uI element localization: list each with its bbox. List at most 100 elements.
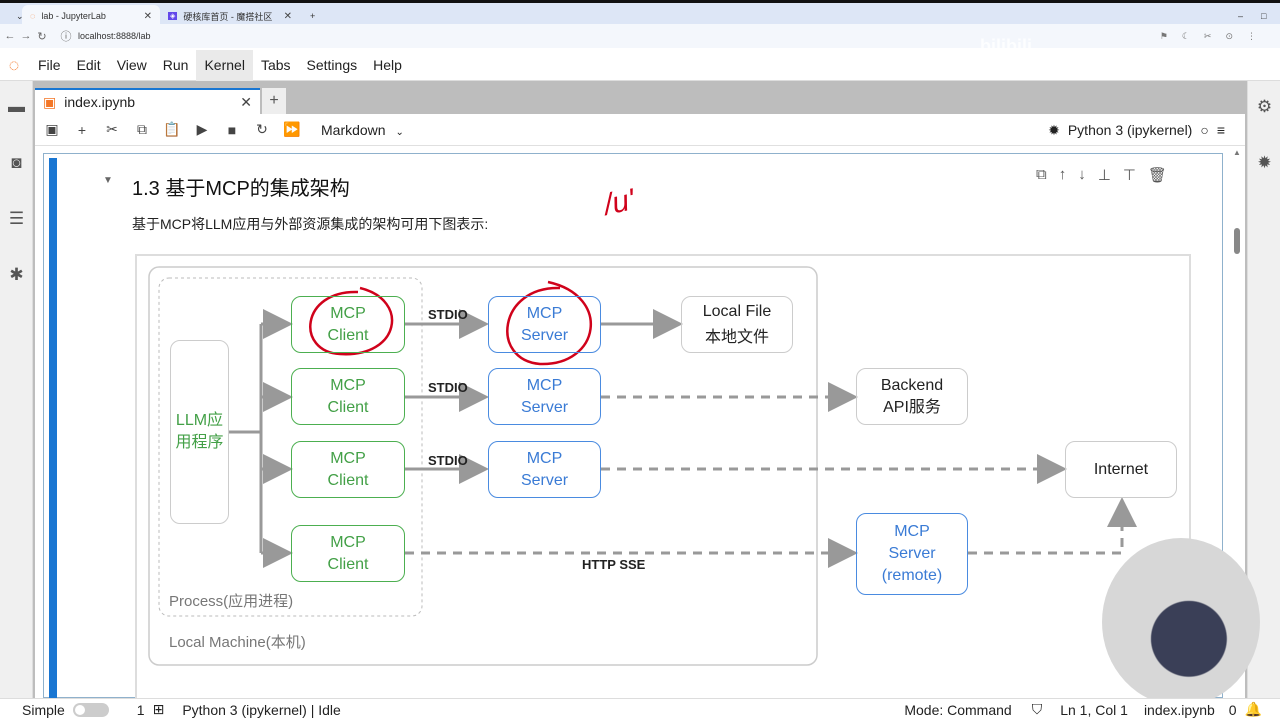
cell-type-select[interactable]: Markdown ⌄: [321, 121, 404, 138]
modelscope-favicon-icon: ◈: [168, 12, 178, 20]
kernel-name-button[interactable]: Python 3 (ipykernel): [1067, 122, 1193, 138]
bell-icon[interactable]: 🔔: [1244, 701, 1262, 717]
back-icon[interactable]: ←: [4, 30, 16, 42]
notification-count: 0: [1228, 701, 1237, 718]
notebook-menu-icon[interactable]: ≡: [1216, 122, 1225, 138]
llm-app-box: LLM应用程序: [170, 340, 229, 524]
internet-box: Internet: [1065, 441, 1177, 498]
browser-tab-modelscope[interactable]: ◈ 硬核库首页 - 魔搭社区 ✕: [168, 10, 292, 22]
menu-help[interactable]: Help: [373, 56, 402, 73]
menu-run[interactable]: Run: [162, 56, 189, 73]
menu-tabs[interactable]: Tabs: [260, 56, 291, 73]
maximize-button[interactable]: □: [1261, 11, 1267, 21]
folder-icon[interactable]: ▬: [8, 97, 25, 116]
debugger-icon[interactable]: ✹: [1257, 153, 1272, 172]
new-launcher-tab-button[interactable]: +: [262, 88, 286, 114]
cell-actions: ⧉ ↑ ↓ ⊥ ⊤ 🗑: [1036, 166, 1167, 184]
window-controls: – □ ✕: [1230, 5, 1280, 27]
move-up-icon[interactable]: ↑: [1058, 166, 1067, 183]
insert-above-icon[interactable]: ⊥: [1097, 167, 1111, 184]
run-all-icon[interactable]: ⏩: [283, 121, 301, 137]
active-cell-indicator: [49, 158, 57, 698]
insert-below-icon[interactable]: ⊤: [1122, 167, 1136, 184]
current-file: index.ipynb: [1143, 701, 1215, 718]
notebook-toolbar: ▣ + ✂ ⧉ 📋 ▶ ■ ↻ ⏩ Markdown ⌄ ✹ Python 3 …: [35, 114, 1245, 146]
transport-label: STDIO: [428, 453, 468, 468]
url-field[interactable]: localhost:8888/lab: [78, 31, 151, 41]
menu-bar: ◌ File Edit View Run Kernel Tabs Setting…: [0, 49, 1280, 81]
browser-extension-icons[interactable]: ⚑☾✂⊙⋮: [1159, 30, 1270, 41]
table-of-contents-icon[interactable]: ☰: [8, 209, 25, 228]
browser-tab-jupyterlab[interactable]: ◌ lab - JupyterLab ✕: [22, 5, 160, 27]
jupyter-favicon-icon: ◌: [30, 11, 36, 21]
scroll-up-arrow[interactable]: ▲: [1233, 148, 1241, 157]
tab-list-icon[interactable]: ⌄: [16, 10, 24, 21]
reload-icon[interactable]: ↻: [37, 30, 47, 43]
delete-cell-icon[interactable]: 🗑: [1147, 167, 1167, 184]
terminal-count[interactable]: 1: [136, 701, 145, 718]
simple-mode-toggle[interactable]: [72, 702, 109, 717]
scrollbar-thumb[interactable]: [1234, 228, 1240, 254]
local-machine-label: Local Machine(本机): [169, 634, 306, 651]
close-tab-icon[interactable]: ✕: [283, 10, 292, 22]
insert-cell-icon[interactable]: +: [77, 121, 87, 138]
restart-icon[interactable]: ↻: [256, 121, 268, 137]
shield-icon: ⛉: [1031, 701, 1043, 717]
transport-label: HTTP SSE: [582, 557, 646, 572]
chevron-down-icon: ⌄: [395, 126, 404, 138]
notebook-tab[interactable]: ▣ index.ipynb ✕: [35, 88, 260, 114]
transport-label: STDIO: [428, 307, 468, 322]
transport-label: STDIO: [428, 380, 468, 395]
save-icon[interactable]: ▣: [45, 121, 59, 137]
status-bar: Simple 1 ⊞ Python 3 (ipykernel) | Idle M…: [0, 698, 1280, 720]
collapse-heading-icon[interactable]: ▼: [103, 175, 113, 186]
forward-icon[interactable]: →: [20, 30, 32, 42]
menu-view[interactable]: View: [116, 56, 147, 73]
copy-icon[interactable]: ⧉: [137, 121, 147, 137]
kernel-status-icon: ○: [1200, 122, 1209, 138]
duplicate-cell-icon[interactable]: ⧉: [1036, 166, 1047, 183]
close-notebook-icon[interactable]: ✕: [240, 93, 252, 110]
notebook-file-icon: ▣: [43, 93, 57, 110]
move-down-icon[interactable]: ↓: [1078, 166, 1086, 183]
new-browser-tab-button[interactable]: +: [310, 11, 316, 21]
cut-icon[interactable]: ✂: [106, 121, 118, 137]
cell-heading: 1.3 基于MCP的集成架构: [132, 178, 350, 200]
mode-indicator: Mode: Command: [904, 701, 1012, 718]
close-tab-icon[interactable]: ✕: [143, 10, 152, 22]
address-bar: ← → ↻ ⓘ localhost:8888/lab ⚑☾✂⊙⋮: [0, 24, 1280, 48]
menu-file[interactable]: File: [38, 56, 61, 73]
simple-mode-label: Simple: [22, 701, 65, 718]
kernel-cpu-icon: ⊞: [152, 701, 165, 717]
property-inspector-icon[interactable]: ⚙: [1256, 97, 1273, 116]
running-sessions-icon[interactable]: ◙: [11, 153, 22, 172]
cell-description: 基于MCP将LLM应用与外部资源集成的架构可用下图表示:: [132, 216, 489, 232]
left-sidebar: ▬ ◙ ☰ ✱: [0, 81, 33, 698]
menu-kernel[interactable]: Kernel: [196, 49, 253, 81]
kernel-status[interactable]: Python 3 (ipykernel) | Idle: [182, 701, 341, 718]
stop-icon[interactable]: ■: [227, 121, 237, 138]
run-icon[interactable]: ▶: [196, 121, 208, 137]
extensions-icon[interactable]: ✱: [9, 265, 24, 284]
paste-icon[interactable]: 📋: [163, 121, 181, 137]
menu-edit[interactable]: Edit: [76, 56, 101, 73]
minimize-button[interactable]: –: [1238, 11, 1244, 21]
site-info-icon[interactable]: ⓘ: [60, 31, 72, 43]
webcam-overlay: [1102, 538, 1260, 706]
debugger-icon[interactable]: ✹: [1048, 121, 1060, 138]
menu-settings[interactable]: Settings: [306, 56, 358, 73]
jupyter-logo-icon: ◌: [8, 54, 20, 75]
browser-tab-strip: ⌄ ◌ lab - JupyterLab ✕ ◈ 硬核库首页 - 魔搭社区 ✕ …: [0, 0, 1280, 27]
cursor-position[interactable]: Ln 1, Col 1: [1060, 701, 1128, 718]
kernel-info: ✹ Python 3 (ipykernel) ○ ≡: [1048, 114, 1225, 146]
